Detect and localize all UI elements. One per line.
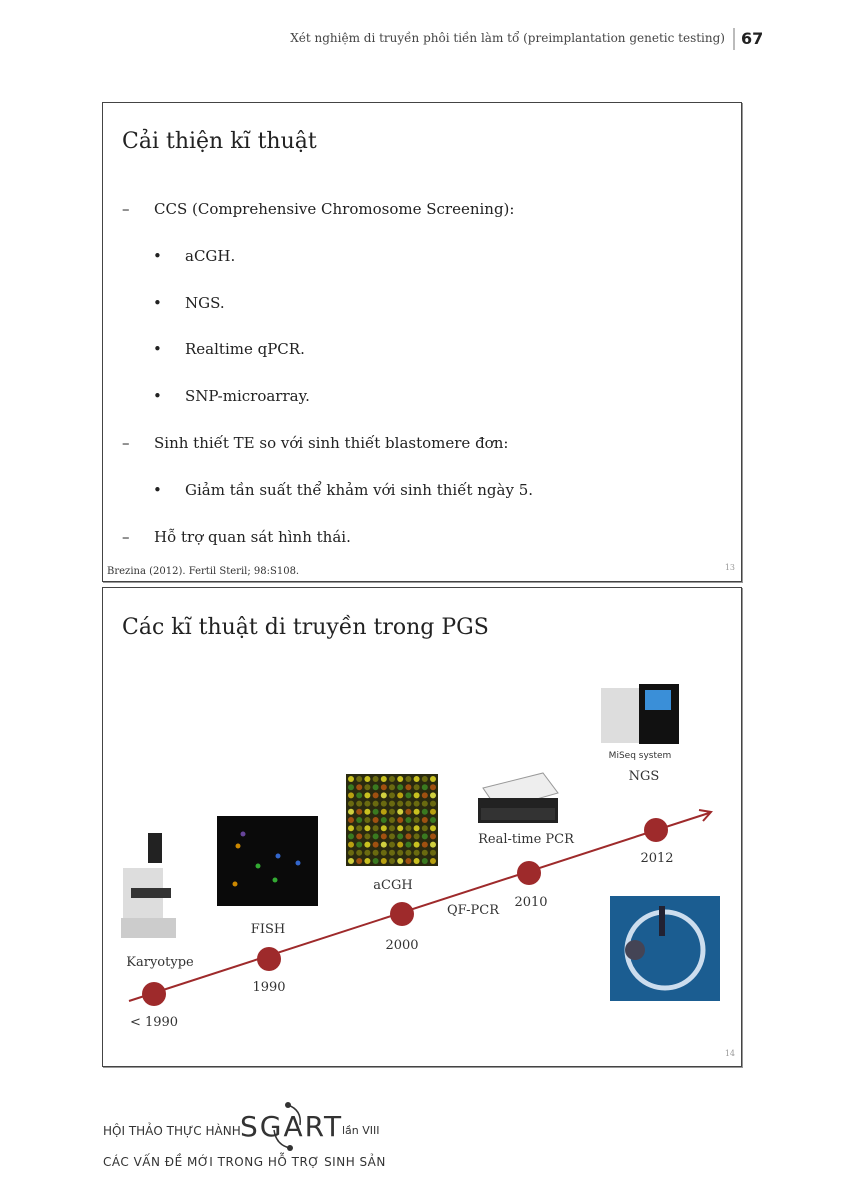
- footer-event-title: HỘI THẢO THỰC HÀNH: [103, 1124, 241, 1138]
- timeline-dot: [142, 982, 166, 1006]
- slide-14: Các kĩ thuật di truyền trong PGS: [102, 587, 742, 1067]
- slide-number: 14: [724, 1049, 735, 1058]
- list-item: Giảm tần suất thể khảm với sinh thiết ng…: [185, 480, 534, 499]
- running-header: Xét nghiệm di truyền phôi tiền làm tổ (p…: [290, 31, 725, 45]
- timeline-method-label: Real-time PCR: [478, 832, 574, 847]
- miseq-caption: MiSeq system: [608, 751, 672, 761]
- page-number: 67: [741, 29, 764, 48]
- footer-subtitle: CÁC VẤN ĐỀ MỚI TRONG HỖ TRỢ SINH SẢN: [103, 1155, 386, 1169]
- qf-pcr-label: QF-PCR: [447, 903, 499, 918]
- timeline-year-label: 2000: [385, 938, 419, 953]
- bullet-icon: •: [153, 340, 162, 359]
- slide-title: Các kĩ thuật di truyền trong PGS: [122, 615, 489, 640]
- dash-marker: –: [122, 200, 130, 218]
- timeline-axis: [128, 812, 710, 1002]
- timeline-method-label: FISH: [250, 922, 286, 937]
- slide-title: Cải thiện kĩ thuật: [122, 129, 317, 154]
- list-item: Sinh thiết TE so với sinh thiết blastome…: [154, 434, 509, 452]
- bullet-icon: •: [153, 246, 162, 265]
- miseq-image: [601, 684, 679, 744]
- genetics-infographic-image: [610, 896, 720, 1001]
- sgart-logo: SGART: [240, 1110, 344, 1143]
- citation: Brezina (2012). Fertil Steril; 98:S108.: [107, 566, 300, 577]
- footer-edition: lần VIII: [342, 1124, 380, 1137]
- fish-image: [217, 816, 318, 906]
- timeline-year-label: 1990: [252, 980, 286, 995]
- header-divider: [733, 28, 735, 50]
- timeline-year-label: 2012: [640, 851, 674, 866]
- timeline-arrowhead: [698, 809, 713, 822]
- list-item: CCS (Comprehensive Chromosome Screening)…: [154, 200, 515, 218]
- timeline-year-label: < 1990: [129, 1015, 179, 1030]
- list-item: Hỗ trợ quan sát hình thái.: [154, 527, 351, 546]
- timeline-dot: [390, 902, 414, 926]
- timeline-method-label: NGS: [628, 769, 660, 784]
- list-item: aCGH.: [185, 246, 236, 265]
- timeline-method-label: Karyotype: [126, 955, 194, 970]
- timeline-dot: [257, 947, 281, 971]
- timeline-method-label: aCGH: [373, 878, 413, 893]
- timeline-year-label: 2010: [514, 895, 548, 910]
- sgart-logo-orbit-icon: [273, 1102, 301, 1151]
- microscope-image: [121, 833, 176, 938]
- timeline-graphic: [121, 684, 720, 1006]
- list-item: Realtime qPCR.: [185, 340, 305, 359]
- list-item: SNP-microarray.: [185, 387, 310, 406]
- timeline-dot: [517, 861, 541, 885]
- pcr-machine-image: [478, 772, 559, 823]
- dash-marker: –: [122, 434, 130, 452]
- dash-marker: –: [122, 527, 130, 546]
- slide-number: 13: [724, 563, 735, 572]
- list-item: NGS.: [185, 293, 225, 312]
- slide-13: Cải thiện kĩ thuật – CCS (Comprehensive C…: [102, 102, 742, 582]
- bullet-icon: •: [153, 387, 162, 406]
- bullet-icon: •: [153, 293, 162, 312]
- bullet-icon: •: [153, 480, 162, 499]
- timeline-dot: [644, 818, 668, 842]
- fish-signals: [232, 831, 301, 887]
